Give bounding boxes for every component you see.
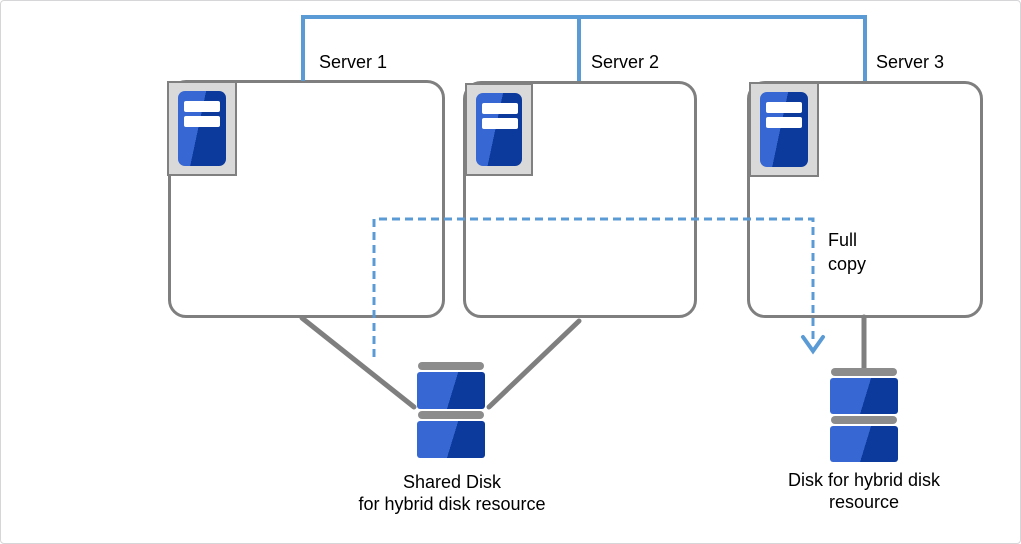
disk-cap-shape xyxy=(831,416,897,424)
server-slot-bar xyxy=(766,117,802,128)
disk-platter-shape xyxy=(830,378,898,414)
disk-cap-shape xyxy=(831,368,897,376)
server2-shared-disk-line xyxy=(486,318,582,410)
hybrid-disk-label: Disk for hybrid disk resource xyxy=(754,469,974,513)
shared-disk-icon xyxy=(417,362,485,458)
shared-disk-label-line2: for hybrid disk resource xyxy=(358,494,546,514)
hybrid-disk-icon xyxy=(830,368,898,462)
server-tower-shape xyxy=(178,91,226,166)
server-interconnect-line xyxy=(301,15,867,81)
full-copy-label: Full copy xyxy=(828,228,866,276)
server-icon xyxy=(167,81,237,176)
hybrid-disk-label-line1: Disk for hybrid disk xyxy=(787,470,941,490)
server-slot-bar xyxy=(482,118,518,129)
server-icon xyxy=(465,83,533,176)
server-slot-bar xyxy=(766,102,802,113)
server-slot-bar xyxy=(184,116,220,127)
server-slot-bar xyxy=(482,103,518,114)
server-slot-bar xyxy=(184,101,220,112)
shared-disk-label-line1: Shared Disk xyxy=(402,472,502,492)
disk-cap-shape xyxy=(418,362,484,370)
arrow-down-icon xyxy=(801,335,825,355)
server-tower-shape xyxy=(476,93,522,166)
disk-platter-shape xyxy=(417,421,485,458)
server1-label: Server 1 xyxy=(319,52,388,72)
server3-label: Server 3 xyxy=(876,52,945,72)
server-icon xyxy=(749,82,819,177)
disk-platter-shape xyxy=(417,372,485,409)
disk-platter-shape xyxy=(830,426,898,462)
hybrid-disk-label-line2: resource xyxy=(828,492,900,512)
server-tower-shape xyxy=(760,92,808,167)
full-copy-label-line2: copy xyxy=(828,254,867,274)
shared-disk-label: Shared Disk for hybrid disk resource xyxy=(332,471,572,515)
server1-shared-disk-line xyxy=(299,315,417,410)
disk-cap-shape xyxy=(418,411,484,419)
full-copy-label-line1: Full xyxy=(828,230,858,250)
server2-label: Server 2 xyxy=(591,52,660,72)
